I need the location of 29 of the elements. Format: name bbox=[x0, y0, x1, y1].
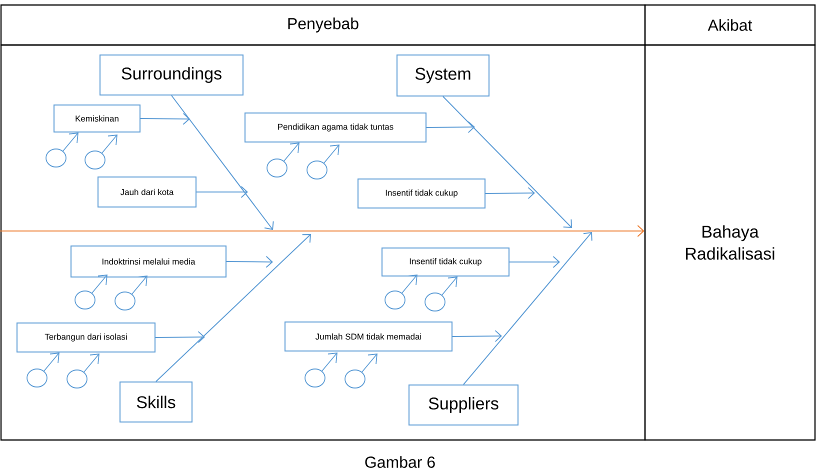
arrow bbox=[196, 186, 248, 198]
cause-box: Insentif tidak cukup bbox=[382, 248, 510, 276]
category-box: Suppliers bbox=[408, 384, 518, 426]
category-box: Skills bbox=[120, 382, 192, 422]
caption: Gambar 6 bbox=[365, 456, 435, 468]
arrow bbox=[485, 187, 535, 200]
arrow bbox=[442, 96, 572, 228]
cause-box: Jauh dari kota bbox=[98, 176, 196, 208]
header-cell: Penyebab bbox=[0, 4, 646, 46]
cause-box: Insentif tidak cukup bbox=[358, 178, 486, 208]
header-cell: Akibat bbox=[644, 4, 816, 46]
cause-box: Kemiskinan bbox=[54, 104, 140, 132]
effect-cell: Bahaya Radikalisasi bbox=[644, 44, 816, 441]
category-box: Surroundings bbox=[100, 54, 244, 96]
arrow bbox=[140, 112, 190, 125]
arrow bbox=[0, 225, 644, 237]
arrow bbox=[156, 234, 311, 382]
arrow bbox=[171, 95, 274, 230]
arrow bbox=[509, 256, 560, 268]
arrow bbox=[452, 330, 502, 342]
arrow bbox=[426, 121, 475, 134]
cause-box: Jumlah SDM tidak memadai bbox=[284, 322, 452, 352]
cause-box: Pendidikan agama tidak tuntas bbox=[244, 112, 426, 142]
category-box: System bbox=[396, 54, 490, 96]
cause-box: Indoktrinsi melalui media bbox=[70, 246, 226, 278]
arrow bbox=[226, 256, 274, 268]
cause-box: Terbangun dari isolasi bbox=[16, 322, 156, 352]
arrow bbox=[463, 232, 592, 385]
arrow bbox=[155, 331, 205, 344]
